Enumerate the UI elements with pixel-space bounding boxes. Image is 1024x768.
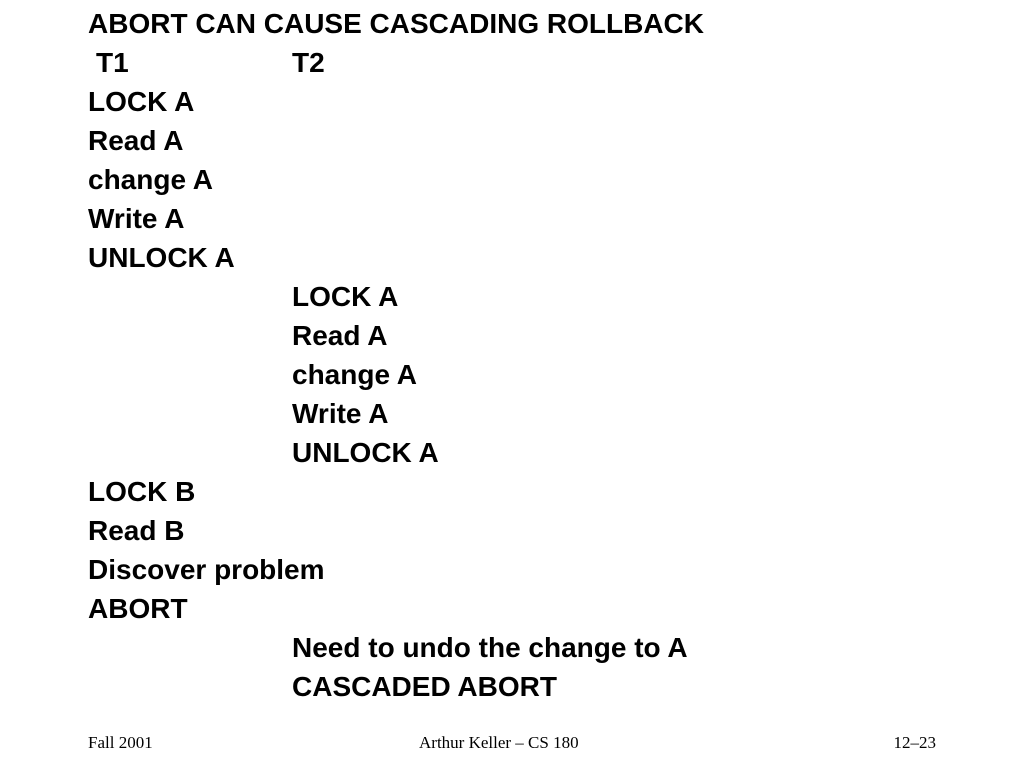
- column-header-row: T1 T2: [88, 43, 988, 82]
- t1-step: UNLOCK A: [88, 238, 988, 277]
- t1-step-text: change A: [88, 164, 213, 195]
- t1-step-text: LOCK B: [88, 476, 196, 507]
- footer-date: Fall 2001: [88, 733, 153, 752]
- t1-step: ABORT: [88, 589, 988, 628]
- t2-step: Read A: [88, 316, 988, 355]
- t1-step-text: Discover problem: [88, 554, 325, 585]
- footer-author: Arthur Keller – CS 180: [419, 733, 579, 752]
- t2-note: Need to undo the change to A: [88, 628, 988, 667]
- t1-step: Read B: [88, 511, 988, 550]
- t1-step-text: Write A: [88, 203, 185, 234]
- footer-page-number: 12–23: [893, 733, 937, 752]
- t1-step-text: UNLOCK A: [88, 242, 235, 273]
- t2-step: UNLOCK A: [88, 433, 988, 472]
- slide-content: ABORT CAN CAUSE CASCADING ROLLBACK T1 T2…: [88, 4, 988, 706]
- t1-step: Write A: [88, 199, 988, 238]
- t2-step: Write A: [88, 394, 988, 433]
- t1-step-text: LOCK A: [88, 86, 195, 117]
- slide-title-line: ABORT CAN CAUSE CASCADING ROLLBACK: [88, 4, 988, 43]
- t2-step-text: LOCK A: [292, 281, 399, 312]
- t2-step: LOCK A: [88, 277, 988, 316]
- slide-title: ABORT CAN CAUSE CASCADING ROLLBACK: [88, 8, 704, 39]
- column-header-t1: T1: [96, 47, 129, 78]
- t2-step-text: Read A: [292, 320, 388, 351]
- t2-note-text: Need to undo the change to A: [292, 632, 688, 663]
- t2-note-text: CASCADED ABORT: [292, 671, 557, 702]
- t1-step-text: Read B: [88, 515, 185, 546]
- t2-step: change A: [88, 355, 988, 394]
- t2-step-text: Write A: [292, 398, 389, 429]
- t1-step: LOCK A: [88, 82, 988, 121]
- t1-step-text: ABORT: [88, 593, 188, 624]
- t1-step-text: Read A: [88, 125, 184, 156]
- column-header-t2: T2: [292, 47, 325, 78]
- t1-step: LOCK B: [88, 472, 988, 511]
- t2-step-text: UNLOCK A: [292, 437, 439, 468]
- t1-step: Discover problem: [88, 550, 988, 589]
- t1-step: Read A: [88, 121, 988, 160]
- t2-note: CASCADED ABORT: [88, 667, 988, 706]
- t2-step-text: change A: [292, 359, 417, 390]
- t1-step: change A: [88, 160, 988, 199]
